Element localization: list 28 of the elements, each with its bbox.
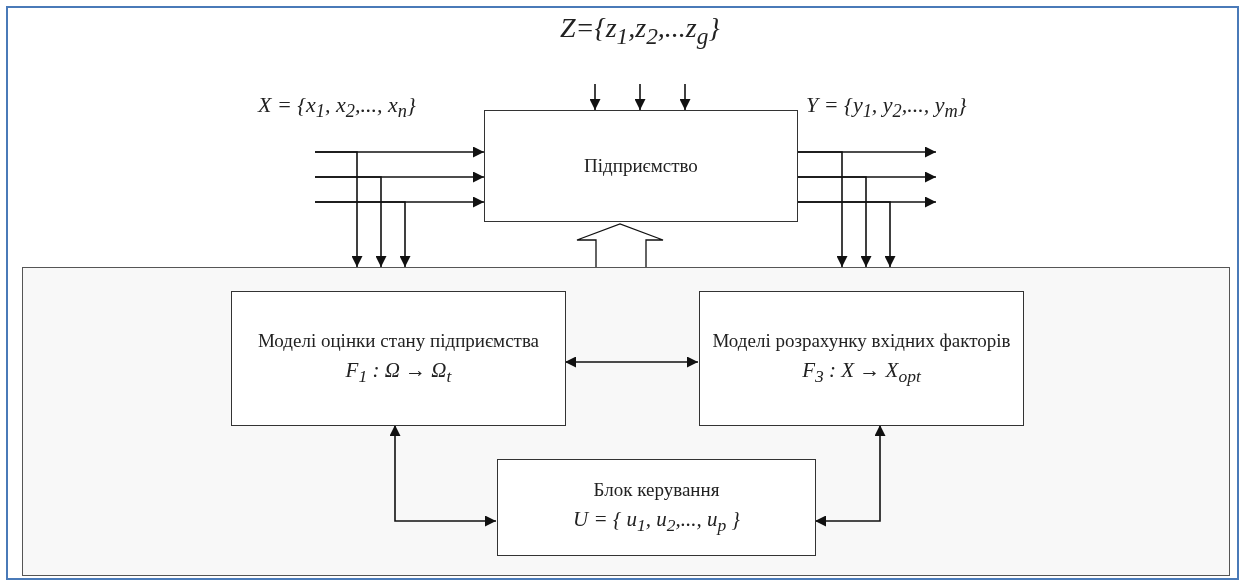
arrow	[589, 83, 601, 111]
arrow	[679, 83, 691, 111]
model-box	[699, 291, 1024, 426]
set-formula: Z={z$_{1}$,z$_{2}$,...z$_{g}$}	[560, 12, 720, 50]
formula-text: F$_{3}$ : X → X$_{opt}$	[802, 356, 921, 388]
arrow	[314, 151, 363, 268]
system-panel	[22, 267, 1230, 576]
arrow	[314, 176, 387, 268]
arrow	[564, 356, 699, 368]
arrow	[797, 151, 848, 268]
arrow	[634, 83, 646, 111]
control-block-box	[497, 459, 816, 556]
arrow	[797, 201, 896, 268]
block-arrow	[576, 223, 664, 268]
node-label: Блок керування	[593, 478, 720, 502]
node-label: Підприємство	[584, 154, 698, 178]
set-formula: X = {x$_{1}$, x$_{2}$,..., x$_{n}$}	[258, 92, 416, 123]
arrow	[389, 424, 497, 527]
arrow	[314, 201, 411, 268]
set-formula: Y = {y$_{1}$, y$_{2}$,..., y$_{m}$}	[806, 92, 967, 123]
node-label: Моделі розрахунку вхідних факторів	[712, 329, 1011, 353]
model-box	[231, 291, 566, 426]
process-box	[484, 110, 798, 222]
arrow	[797, 176, 872, 268]
arrow	[814, 424, 886, 527]
formula-text: U = { u$_{1}$, u$_{2}$,..., u$_{p}$ }	[573, 505, 740, 537]
node-label: Моделі оцінки стану підприємства	[257, 329, 540, 353]
formula-text: F$_{1}$ : Ω → Ω$_{t}$	[345, 356, 452, 388]
